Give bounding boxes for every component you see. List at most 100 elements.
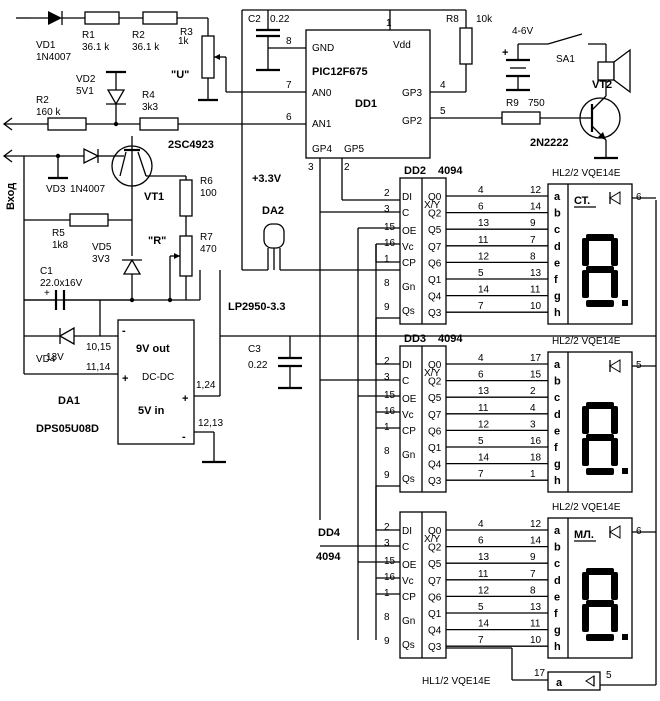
digit-segment	[611, 572, 618, 600]
last-display-pin: 17	[534, 668, 546, 679]
c3-ref: C3	[248, 344, 261, 355]
register-output-label: Q3	[428, 642, 442, 653]
register-output-pin: 6	[478, 370, 484, 381]
display-model: HL2/2 VQE14E	[552, 336, 621, 347]
register-input-label: Qs	[402, 306, 415, 317]
display-segment-label: h	[554, 641, 561, 653]
register-output-label: Q5	[428, 225, 442, 236]
display-segment-pin: 7	[530, 235, 536, 246]
register-output-label: Q5	[428, 393, 442, 404]
register-input-pin: 9	[384, 302, 390, 313]
r9-ref: R9	[506, 98, 519, 109]
r3-value: 1k	[178, 36, 190, 47]
display-segment-label: e	[554, 591, 560, 603]
display-segment-pin: 18	[530, 453, 542, 464]
speaker-body	[597, 61, 615, 81]
display-segment-label: a	[554, 359, 561, 371]
register-output-label: Q4	[428, 626, 442, 637]
display-single-segment	[446, 647, 601, 691]
register-input-label: Qs	[402, 474, 415, 485]
register-xy-label: X/Y	[424, 534, 440, 545]
mcu-vdd: Vdd	[393, 40, 411, 51]
register-input-label: Gn	[402, 616, 415, 627]
vd1-ref: VD1	[36, 40, 56, 51]
register-output-label: Q1	[428, 609, 442, 620]
vd4-value: 13V	[46, 352, 64, 363]
display-segment-label: a	[554, 191, 561, 203]
register-output-pin: 5	[478, 268, 484, 279]
register-output-label: Q3	[428, 476, 442, 487]
digit-segment	[586, 434, 614, 441]
vd2-value: 5V1	[76, 86, 94, 97]
register-output-label: Q3	[428, 308, 442, 319]
digit-segment	[582, 238, 589, 266]
register-input-label: Qs	[402, 640, 415, 651]
register-input-label: Vc	[402, 242, 414, 253]
dcdc-in: 5V in	[138, 405, 165, 417]
display-segment-pin: 17	[530, 353, 542, 364]
display-segment-pin: 13	[530, 602, 542, 613]
r8-value: 10k	[476, 14, 493, 25]
supply-voltage: 4-6V	[512, 26, 533, 37]
display-segment-pin: 12	[530, 519, 542, 530]
vd3-ref: VD3	[46, 184, 66, 195]
register-output-pin: 7	[478, 469, 484, 480]
mcu-an1: AN1	[312, 119, 332, 130]
battery-plus: +	[502, 47, 508, 59]
mcu-dd1	[241, 9, 502, 520]
dcdc-mode: DC-DC	[142, 372, 174, 383]
display-segment-label: c	[554, 224, 560, 236]
register-output-label: Q1	[428, 443, 442, 454]
display-segment-pin: 2	[530, 386, 536, 397]
register-output-label: Q2	[428, 543, 442, 554]
register-input-label: OE	[402, 394, 417, 405]
register-output-pin: 7	[478, 301, 484, 312]
register-output-label: Q2	[428, 209, 442, 220]
digit-segment	[582, 406, 589, 434]
digit-decimal-point	[622, 300, 628, 306]
resistor-r1	[84, 11, 120, 25]
register-output-label: Q4	[428, 292, 442, 303]
register-xy-label: X/Y	[424, 200, 440, 211]
capacitor-c2	[256, 10, 280, 48]
register-output-pin: 13	[478, 218, 490, 229]
r7-value: 470	[200, 244, 217, 255]
digit-segment	[582, 270, 589, 298]
display-segment-label: c	[554, 392, 560, 404]
display-segment-pin: 11	[530, 619, 541, 630]
display-segment-label: d	[554, 409, 561, 421]
register-output-label: Q6	[428, 426, 442, 437]
potentiometer-r3	[201, 35, 215, 79]
dd4-ref: DD4	[318, 527, 341, 539]
register-output-pin: 5	[478, 602, 484, 613]
r2-value: 36.1 k	[132, 42, 160, 53]
register-dd4: X/YDI2C3OE15Vc16CP1Gn8Qs9Q04Q26Q513Q711Q…	[384, 511, 520, 659]
resistor-r6	[179, 179, 193, 217]
register-output-pin: 14	[478, 285, 490, 296]
digit-decimal-point	[622, 634, 628, 640]
digit-segment	[582, 438, 589, 466]
mcu-gp5: GP5	[344, 144, 364, 155]
dcdc-pins-d: 12,13	[198, 418, 223, 429]
vd4-ref: VD4	[36, 354, 56, 365]
dcdc-minus-top: -	[122, 325, 126, 337]
input-label: Вход	[5, 183, 17, 210]
bus-lines	[320, 200, 657, 686]
display-segment-pin: 1	[530, 469, 536, 480]
register-input-pin: 8	[384, 446, 390, 457]
register-output-pin: 12	[478, 251, 490, 262]
c2-ref: C2	[248, 14, 261, 25]
resistor-r9	[501, 111, 541, 125]
mcu-pin4: 4	[440, 80, 446, 91]
register-input-label: Vc	[402, 576, 414, 587]
mcu-gp3: GP3	[402, 88, 422, 99]
display-segment-pin: 10	[530, 301, 542, 312]
speaker-cone	[613, 48, 631, 94]
zener-vd5	[122, 258, 142, 275]
digit-segment	[586, 402, 614, 409]
display-segment-pin: 14	[530, 536, 542, 547]
shift-registers: X/YDI2C3OE15Vc16CP1Gn8Qs9Q04Q26Q513Q711Q…	[384, 165, 520, 659]
register-output-pin: 14	[478, 619, 490, 630]
